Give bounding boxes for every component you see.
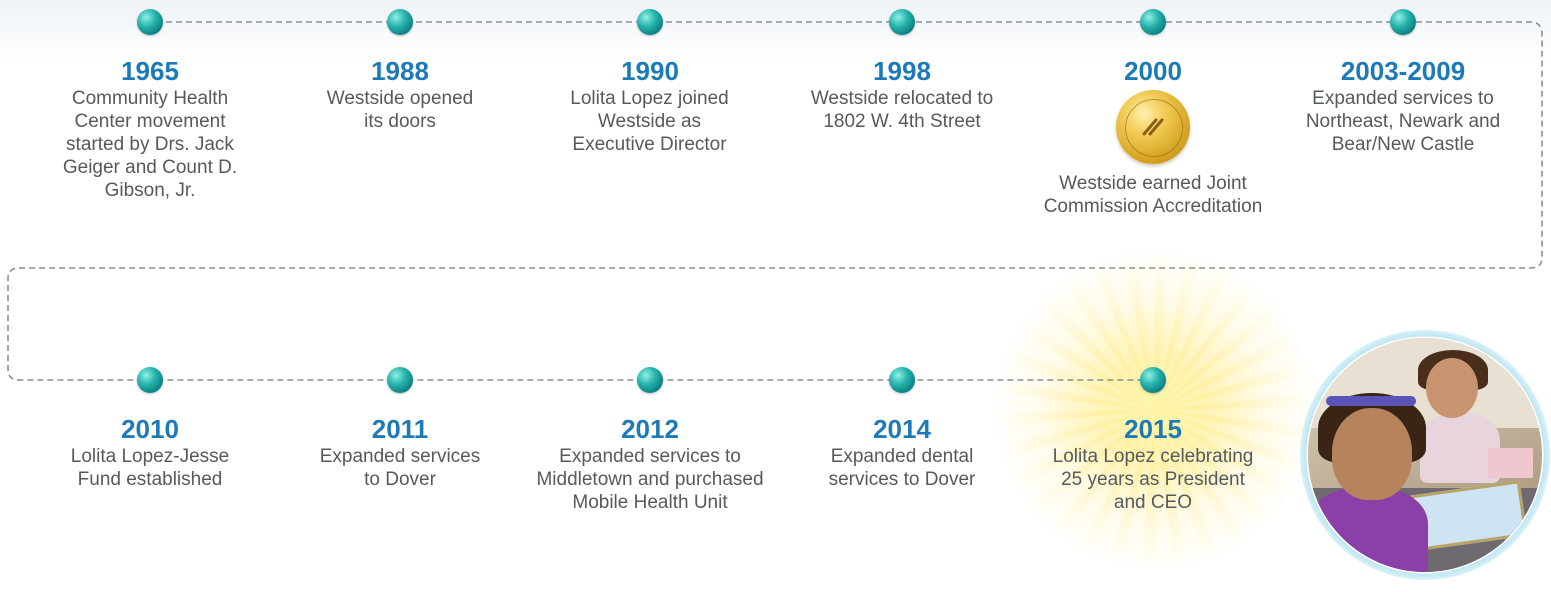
timeline-event: 1965 Community Health Center movement st…	[30, 56, 270, 202]
timeline-node-2015	[1140, 367, 1166, 393]
timeline-event: 2000 Westside earned Joint Commission Ac…	[1033, 56, 1273, 218]
timeline-event: 2012 Expanded services to Middletown and…	[530, 414, 770, 514]
event-year: 1988	[371, 56, 429, 86]
event-year: 2003-2009	[1340, 56, 1466, 86]
sunburst-glow	[990, 245, 1320, 575]
event-description: Expanded services to Middletown and purc…	[536, 446, 764, 513]
sunburst-rays	[990, 245, 1320, 575]
event-description: Expanded services to Northeast, Newark a…	[1305, 88, 1501, 155]
event-year: 2014	[873, 414, 931, 444]
timeline-event: 2003-2009 Expanded services to Northeast…	[1283, 56, 1523, 156]
event-description: Westside opened its doors	[326, 88, 474, 132]
event-description: Lolita Lopez celebrating 25 years as Pre…	[1052, 446, 1254, 513]
event-description: Westside earned Joint Commission Accredi…	[1043, 173, 1263, 217]
event-year: 1998	[873, 56, 931, 86]
event-description: Community Health Center movement started…	[62, 88, 238, 201]
event-description: Expanded services to Dover	[319, 446, 481, 490]
joint-commission-seal-icon	[1116, 90, 1190, 164]
timeline-node-2003-2009	[1390, 9, 1416, 35]
event-year: 1965	[121, 56, 179, 86]
event-year: 2012	[621, 414, 679, 444]
timeline-event: 2010 Lolita Lopez-Jesse Fund established	[30, 414, 270, 491]
timeline-event: 1988 Westside opened its doors	[280, 56, 520, 133]
timeline-node-2011	[387, 367, 413, 393]
timeline-event: 2014 Expanded dental services to Dover	[782, 414, 1022, 491]
event-description: Lolita Lopez-Jesse Fund established	[70, 446, 230, 490]
event-year: 2000	[1124, 56, 1182, 86]
event-year: 2011	[371, 414, 429, 444]
timeline-node-1998	[889, 9, 915, 35]
header-fade	[0, 0, 1551, 60]
event-year: 2015	[1124, 414, 1182, 444]
timeline-event: 1998 Westside relocated to 1802 W. 4th S…	[782, 56, 1022, 133]
timeline-node-2012	[637, 367, 663, 393]
timeline-node-1990	[637, 9, 663, 35]
timeline-event: 1990 Lolita Lopez joined Westside as Exe…	[530, 56, 770, 156]
timeline-node-2010	[137, 367, 163, 393]
timeline-node-2000	[1140, 9, 1166, 35]
timeline-node-1988	[387, 9, 413, 35]
timeline-event: 2011 Expanded services to Dover	[280, 414, 520, 491]
children-reading-photo	[1300, 330, 1550, 580]
timeline-node-2014	[889, 367, 915, 393]
event-year: 2010	[121, 414, 179, 444]
event-description: Expanded dental services to Dover	[828, 446, 976, 490]
event-description: Westside relocated to 1802 W. 4th Street	[810, 88, 994, 132]
timeline-node-1965	[137, 9, 163, 35]
timeline-event: 2015 Lolita Lopez celebrating 25 years a…	[1033, 414, 1273, 514]
event-year: 1990	[621, 56, 679, 86]
event-description: Lolita Lopez joined Westside as Executiv…	[570, 88, 729, 155]
